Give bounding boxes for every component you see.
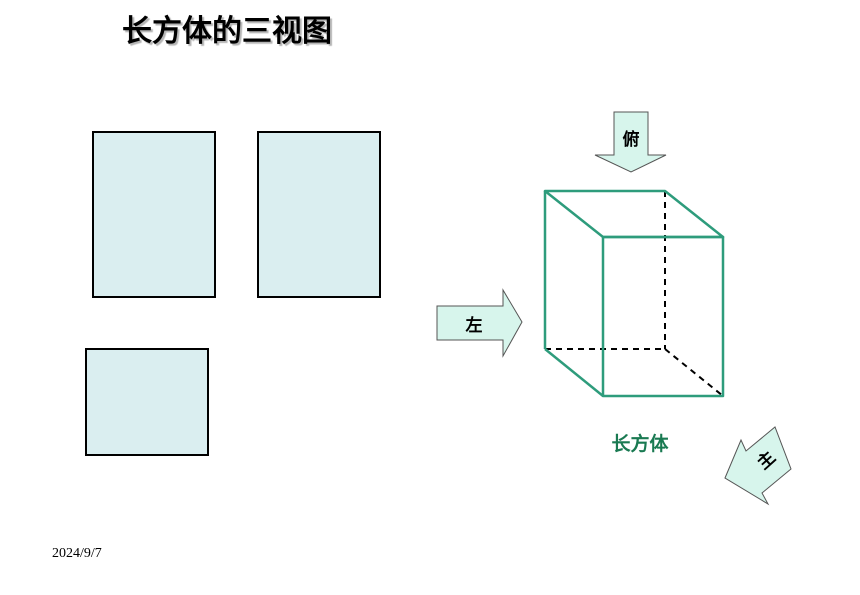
front-view-rectangle — [92, 131, 216, 298]
cuboid-label: 长方体 — [611, 432, 669, 455]
front-view-arrow: 主 — [724, 426, 792, 506]
footer-date: 2024/9/7 — [52, 546, 102, 561]
top-view-rectangle — [85, 348, 209, 456]
left-view-arrow: 左 — [436, 288, 523, 358]
side-view-rectangle — [257, 131, 381, 298]
page-title: 长方体的三视图 — [122, 14, 332, 49]
cuboid-hidden-edges — [545, 191, 724, 397]
left-view-arrow-label: 左 — [466, 315, 483, 336]
top-view-arrow: 俯 — [594, 111, 667, 173]
top-view-arrow-label: 俯 — [623, 129, 640, 150]
cuboid-visible-edges — [543, 189, 725, 398]
